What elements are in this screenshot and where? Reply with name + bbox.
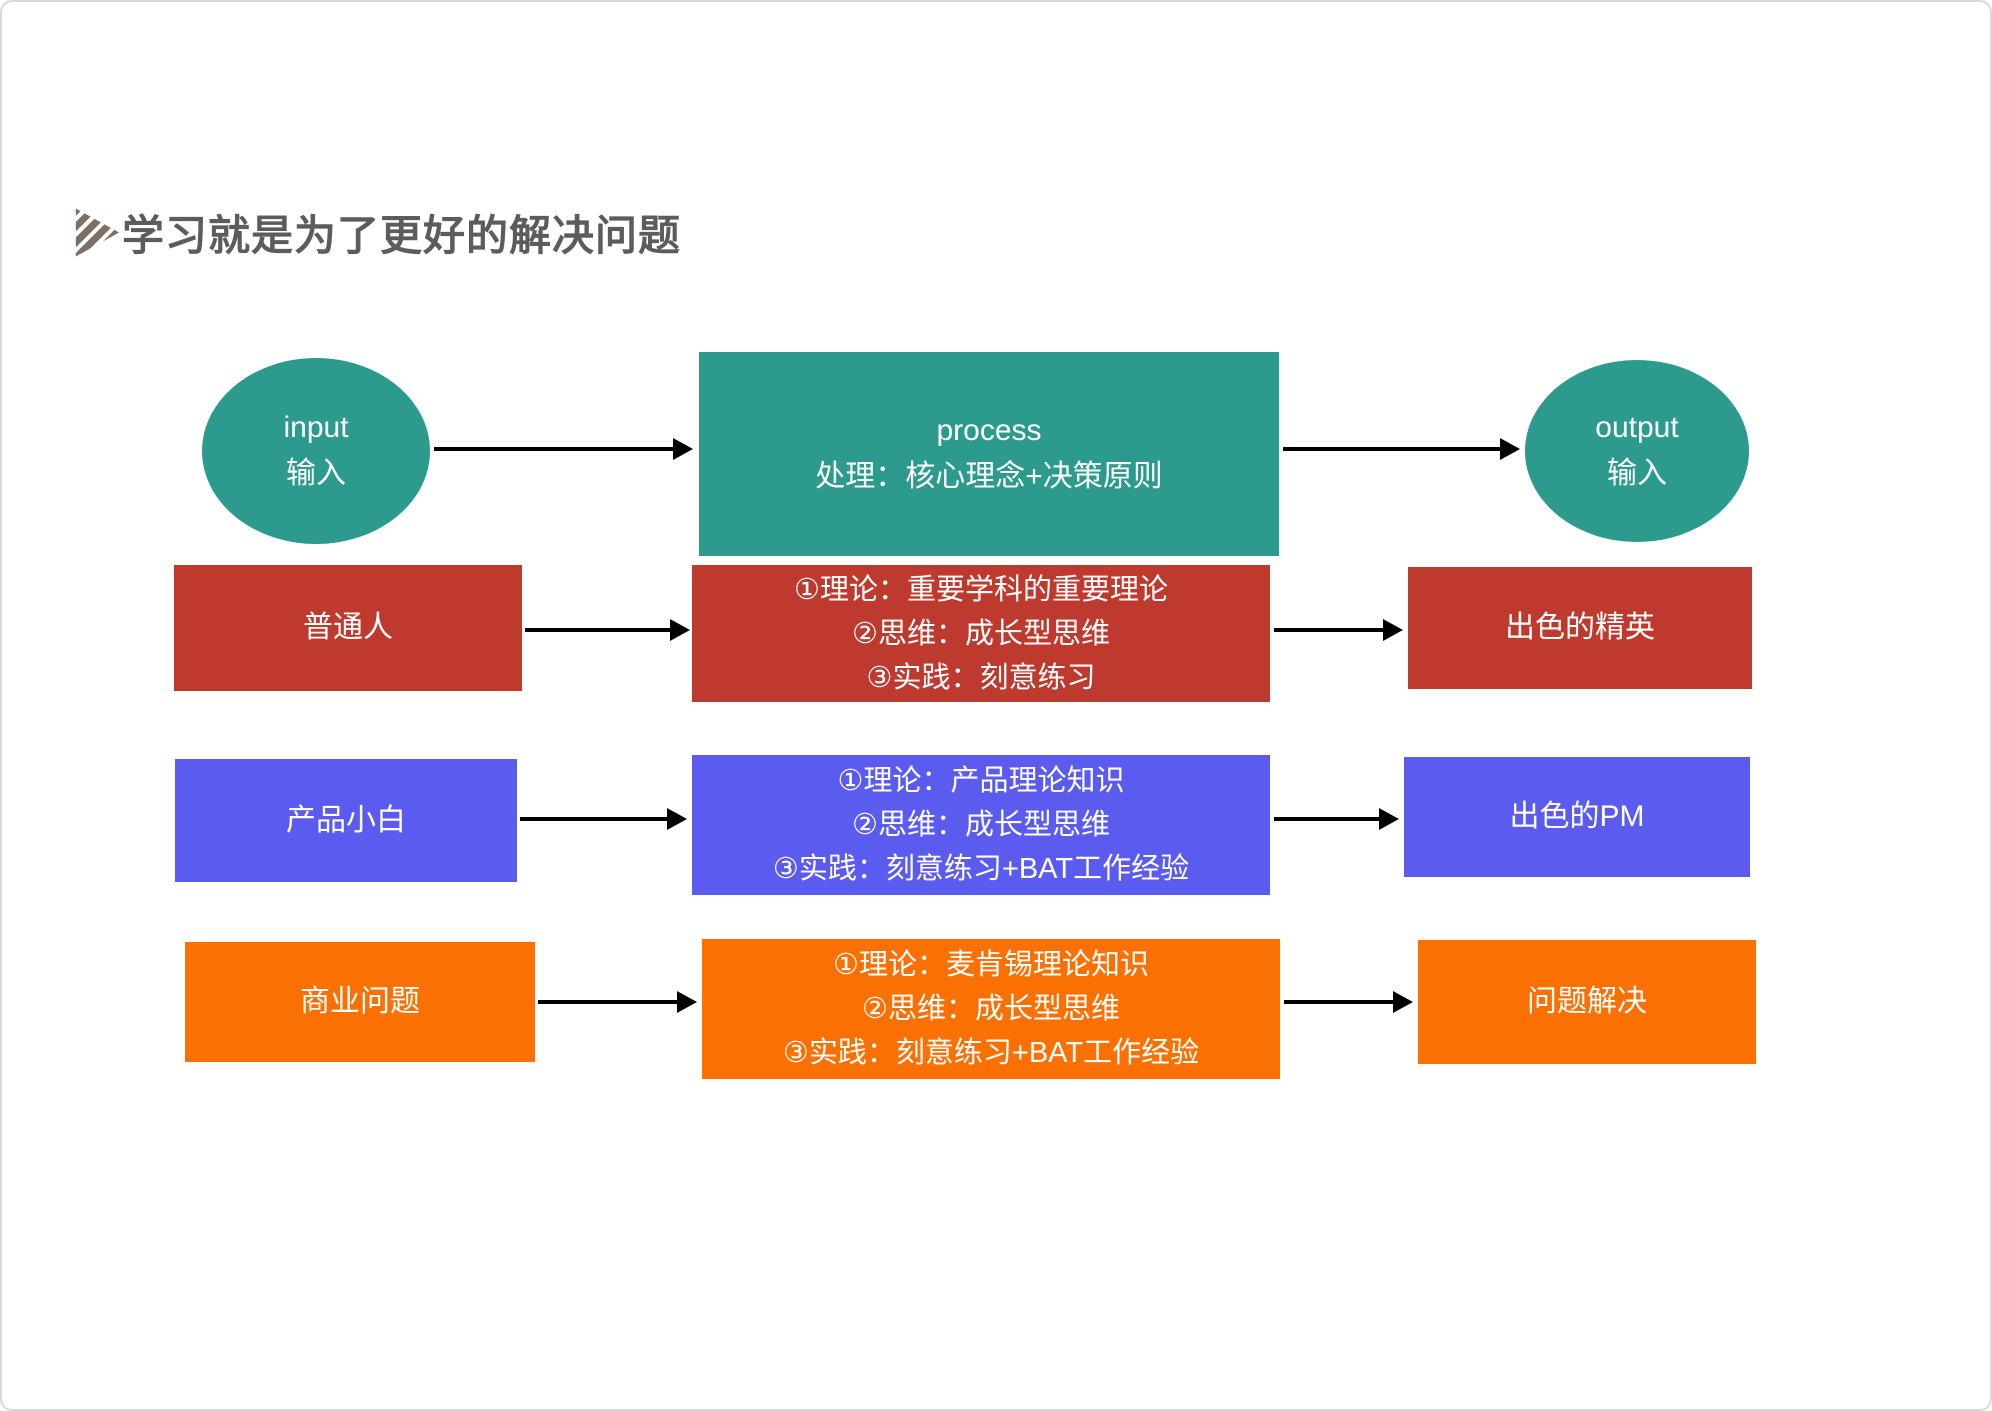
arrow-right-icon (1274, 628, 1384, 632)
arrow-right-icon (1274, 817, 1380, 821)
shape-label: 产品小白 (286, 803, 406, 837)
output-ellipse: output 输入 (1525, 360, 1749, 542)
arrow-right-icon (1284, 1000, 1394, 1004)
page-title: 学习就是为了更好的解决问题 (122, 212, 682, 259)
ordinary-method-box: ①理论：重要学科的重要理论 ②思维：成长型思维 ③实践：刻意练习 (692, 565, 1270, 702)
shape-label: output (1595, 411, 1679, 444)
shape-label: process (936, 414, 1042, 447)
arrow-right-icon (538, 1000, 678, 1004)
business-method-box: ①理论：麦肯锡理论知识 ②思维：成长型思维 ③实践：刻意练习+BAT工作经验 (702, 939, 1280, 1079)
shape-label: ③实践：刻意练习+BAT工作经验 (782, 1037, 1200, 1069)
arrow-right-icon (525, 628, 671, 632)
striped-play-triangle-icon (75, 208, 120, 257)
shape-label: 输入 (286, 457, 346, 490)
business-problem-box: 商业问题 (185, 942, 535, 1062)
problem-solved-box: 问题解决 (1418, 940, 1756, 1064)
shape-label: 出色的PM (1509, 800, 1645, 833)
input-ellipse: input 输入 (202, 358, 430, 544)
shape-label: 普通人 (303, 611, 393, 644)
shape-label: 出色的精英 (1505, 611, 1655, 644)
arrow-right-icon (520, 817, 668, 821)
shape-label: 输入 (1607, 457, 1667, 490)
shape-label: ②思维：成长型思维 (862, 993, 1120, 1025)
shape-label: input (283, 411, 349, 444)
shape-label: 问题解决 (1527, 985, 1647, 1018)
shape-label: 商业问题 (300, 985, 420, 1018)
shape-label: ②思维：成长型思维 (852, 809, 1110, 841)
pm-method-box: ①理论：产品理论知识 ②思维：成长型思维 ③实践：刻意练习+BAT工作经验 (692, 755, 1270, 895)
shape-label: ①理论：麦肯锡理论知识 (833, 949, 1149, 981)
arrow-right-icon (434, 447, 674, 451)
shape-label: ①理论：产品理论知识 (837, 765, 1125, 797)
shape-label: ②思维：成长型思维 (852, 617, 1110, 650)
product-novice-box: 产品小白 (175, 759, 517, 882)
shape-label: 处理：核心理念+决策原则 (815, 460, 1163, 493)
excellent-pm-box: 出色的PM (1404, 757, 1750, 877)
slide-title-row: 学习就是为了更好的解决问题 (74, 202, 681, 263)
elite-box: 出色的精英 (1408, 567, 1752, 689)
arrow-right-icon (1283, 447, 1501, 451)
shape-label: ③实践：刻意练习 (866, 661, 1096, 694)
process-box: process 处理：核心理念+决策原则 (699, 352, 1279, 556)
shape-label: ③实践：刻意练习+BAT工作经验 (772, 853, 1190, 885)
ordinary-person-box: 普通人 (174, 565, 522, 691)
shape-label: ①理论：重要学科的重要理论 (794, 573, 1168, 606)
